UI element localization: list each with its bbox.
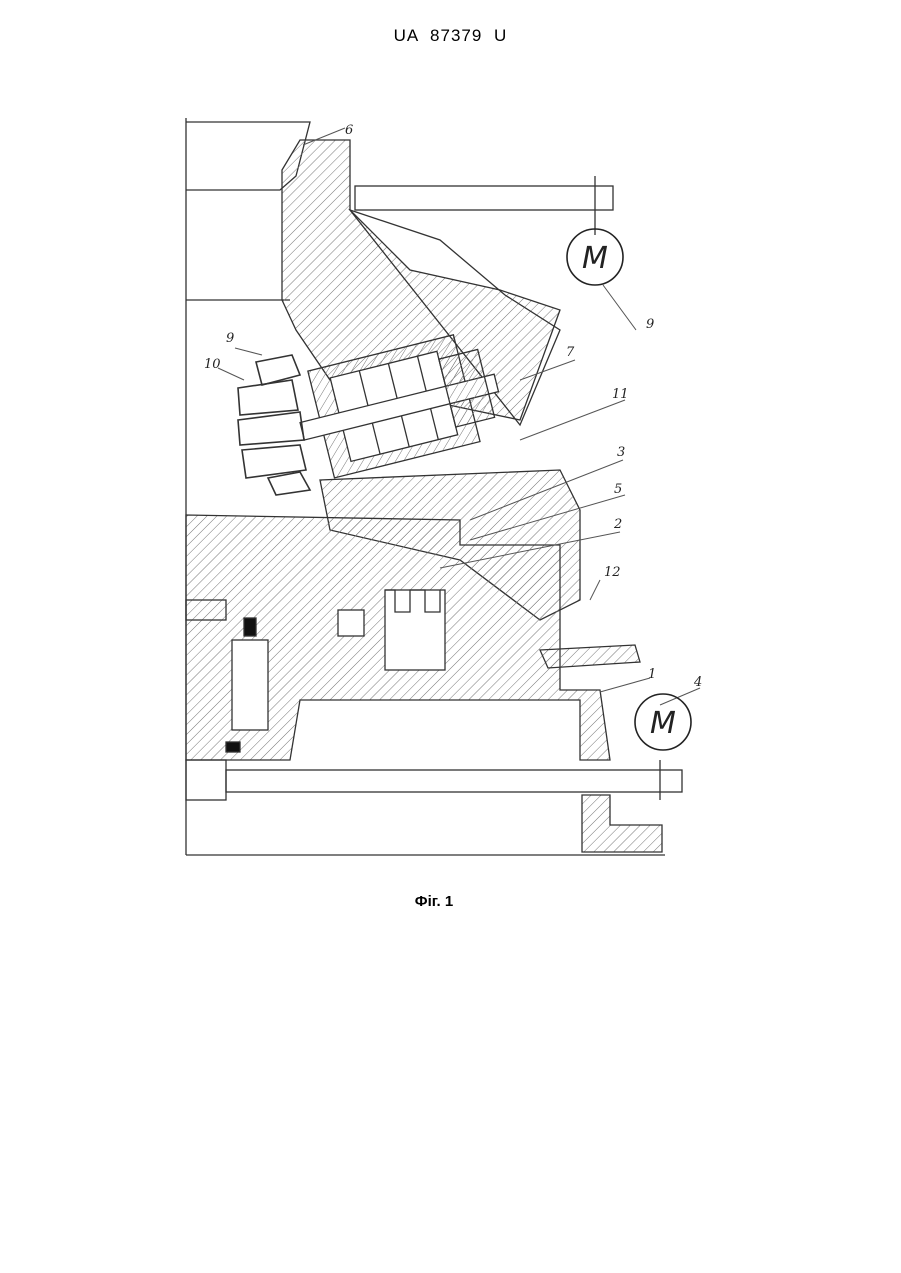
label-10: 10 bbox=[204, 357, 221, 372]
label-4: 4 bbox=[693, 675, 702, 690]
label-1: 1 bbox=[648, 667, 656, 682]
label-6: 6 bbox=[345, 123, 353, 138]
label-5: 5 bbox=[614, 482, 622, 497]
label-12: 12 bbox=[604, 565, 621, 580]
motor-4-symbol: M bbox=[650, 706, 676, 741]
label-3: 3 bbox=[617, 445, 625, 460]
label-9-motor: 9 bbox=[646, 317, 654, 332]
label-7: 7 bbox=[566, 345, 575, 360]
figure-caption: Фіг. 1 bbox=[0, 893, 868, 910]
label-9-cutter: 9 bbox=[226, 331, 234, 346]
label-2: 2 bbox=[613, 517, 622, 532]
motor-9-symbol: M bbox=[582, 241, 608, 276]
label-11: 11 bbox=[612, 387, 629, 402]
